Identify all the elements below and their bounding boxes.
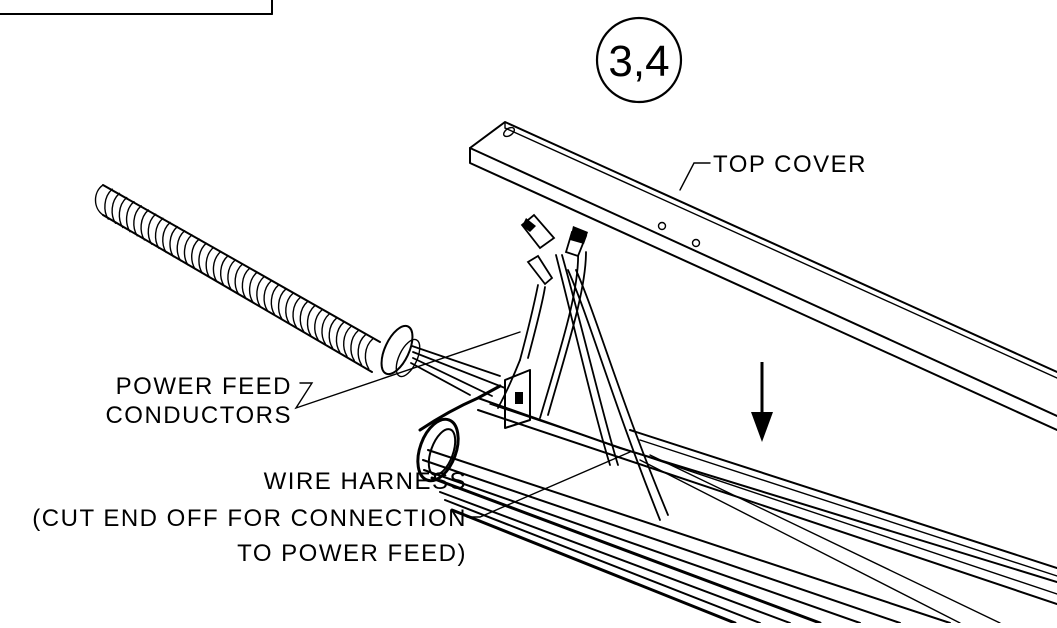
conduit-rib <box>205 246 215 279</box>
conduit-rib <box>277 288 287 320</box>
conduit-rib <box>104 188 113 220</box>
conduit-rib <box>183 234 193 266</box>
conduit-rib <box>328 317 338 349</box>
flexible-conduit <box>94 184 421 378</box>
wire-harness-label-line1: WIRE HARNESS <box>264 468 467 495</box>
conduit-rib <box>118 196 128 229</box>
conduit-rib <box>357 333 367 366</box>
conduit-rib <box>133 205 142 237</box>
wire-harness <box>497 213 669 521</box>
conduit-rib <box>248 271 258 304</box>
conduit-rib <box>270 284 280 316</box>
conduit-rib <box>220 254 229 287</box>
conduit-rib <box>241 267 251 299</box>
conduit-rib <box>169 225 179 258</box>
conduit-rib <box>256 275 265 308</box>
wire-harness-label-line3: TO POWER FEED) <box>237 540 467 567</box>
conduit-rib <box>191 238 200 270</box>
conduit-rib <box>176 230 186 262</box>
conduit-rib <box>292 296 302 328</box>
conduit-rib <box>198 242 208 274</box>
conduit-rib <box>285 292 294 324</box>
step-marker: 3,4 <box>595 16 683 104</box>
conduit-rib <box>147 213 157 245</box>
wire-harness-label-line2: (CUT END OFF FOR CONNECTION <box>32 505 467 532</box>
conduit-rib <box>306 304 316 337</box>
power-feed-label-line1: POWER FEED <box>116 373 292 400</box>
conduit-rib <box>125 200 135 233</box>
title-box-fragment <box>0 0 273 15</box>
conduit-rib <box>299 300 309 333</box>
conduit-rib <box>162 221 171 254</box>
conduit-rib <box>350 329 359 362</box>
down-arrow-icon <box>751 362 773 442</box>
conduit-rib <box>314 309 323 341</box>
conduit-rib <box>263 279 273 312</box>
conduit-rib <box>234 263 244 295</box>
conduit-rib <box>111 192 121 225</box>
conduit-rib <box>227 259 236 291</box>
top-cover-label: TOP COVER <box>713 151 867 178</box>
conduit-rib <box>321 313 331 345</box>
conduit-rib <box>140 209 150 241</box>
conduit-rib <box>212 250 222 283</box>
top-cover-leader <box>679 162 711 191</box>
conduit-rib <box>154 217 164 249</box>
fixture-housing <box>416 369 1057 625</box>
step-marker-label: 3,4 <box>608 37 669 86</box>
conduit-rib <box>364 338 374 370</box>
top-cover <box>469 121 1057 431</box>
wire-harness-leader <box>466 451 631 518</box>
power-feed-leader <box>294 331 521 410</box>
power-feed-label-line2: CONDUCTORS <box>105 402 292 429</box>
conduit-rib <box>343 325 352 358</box>
conduit-rib <box>335 321 345 353</box>
